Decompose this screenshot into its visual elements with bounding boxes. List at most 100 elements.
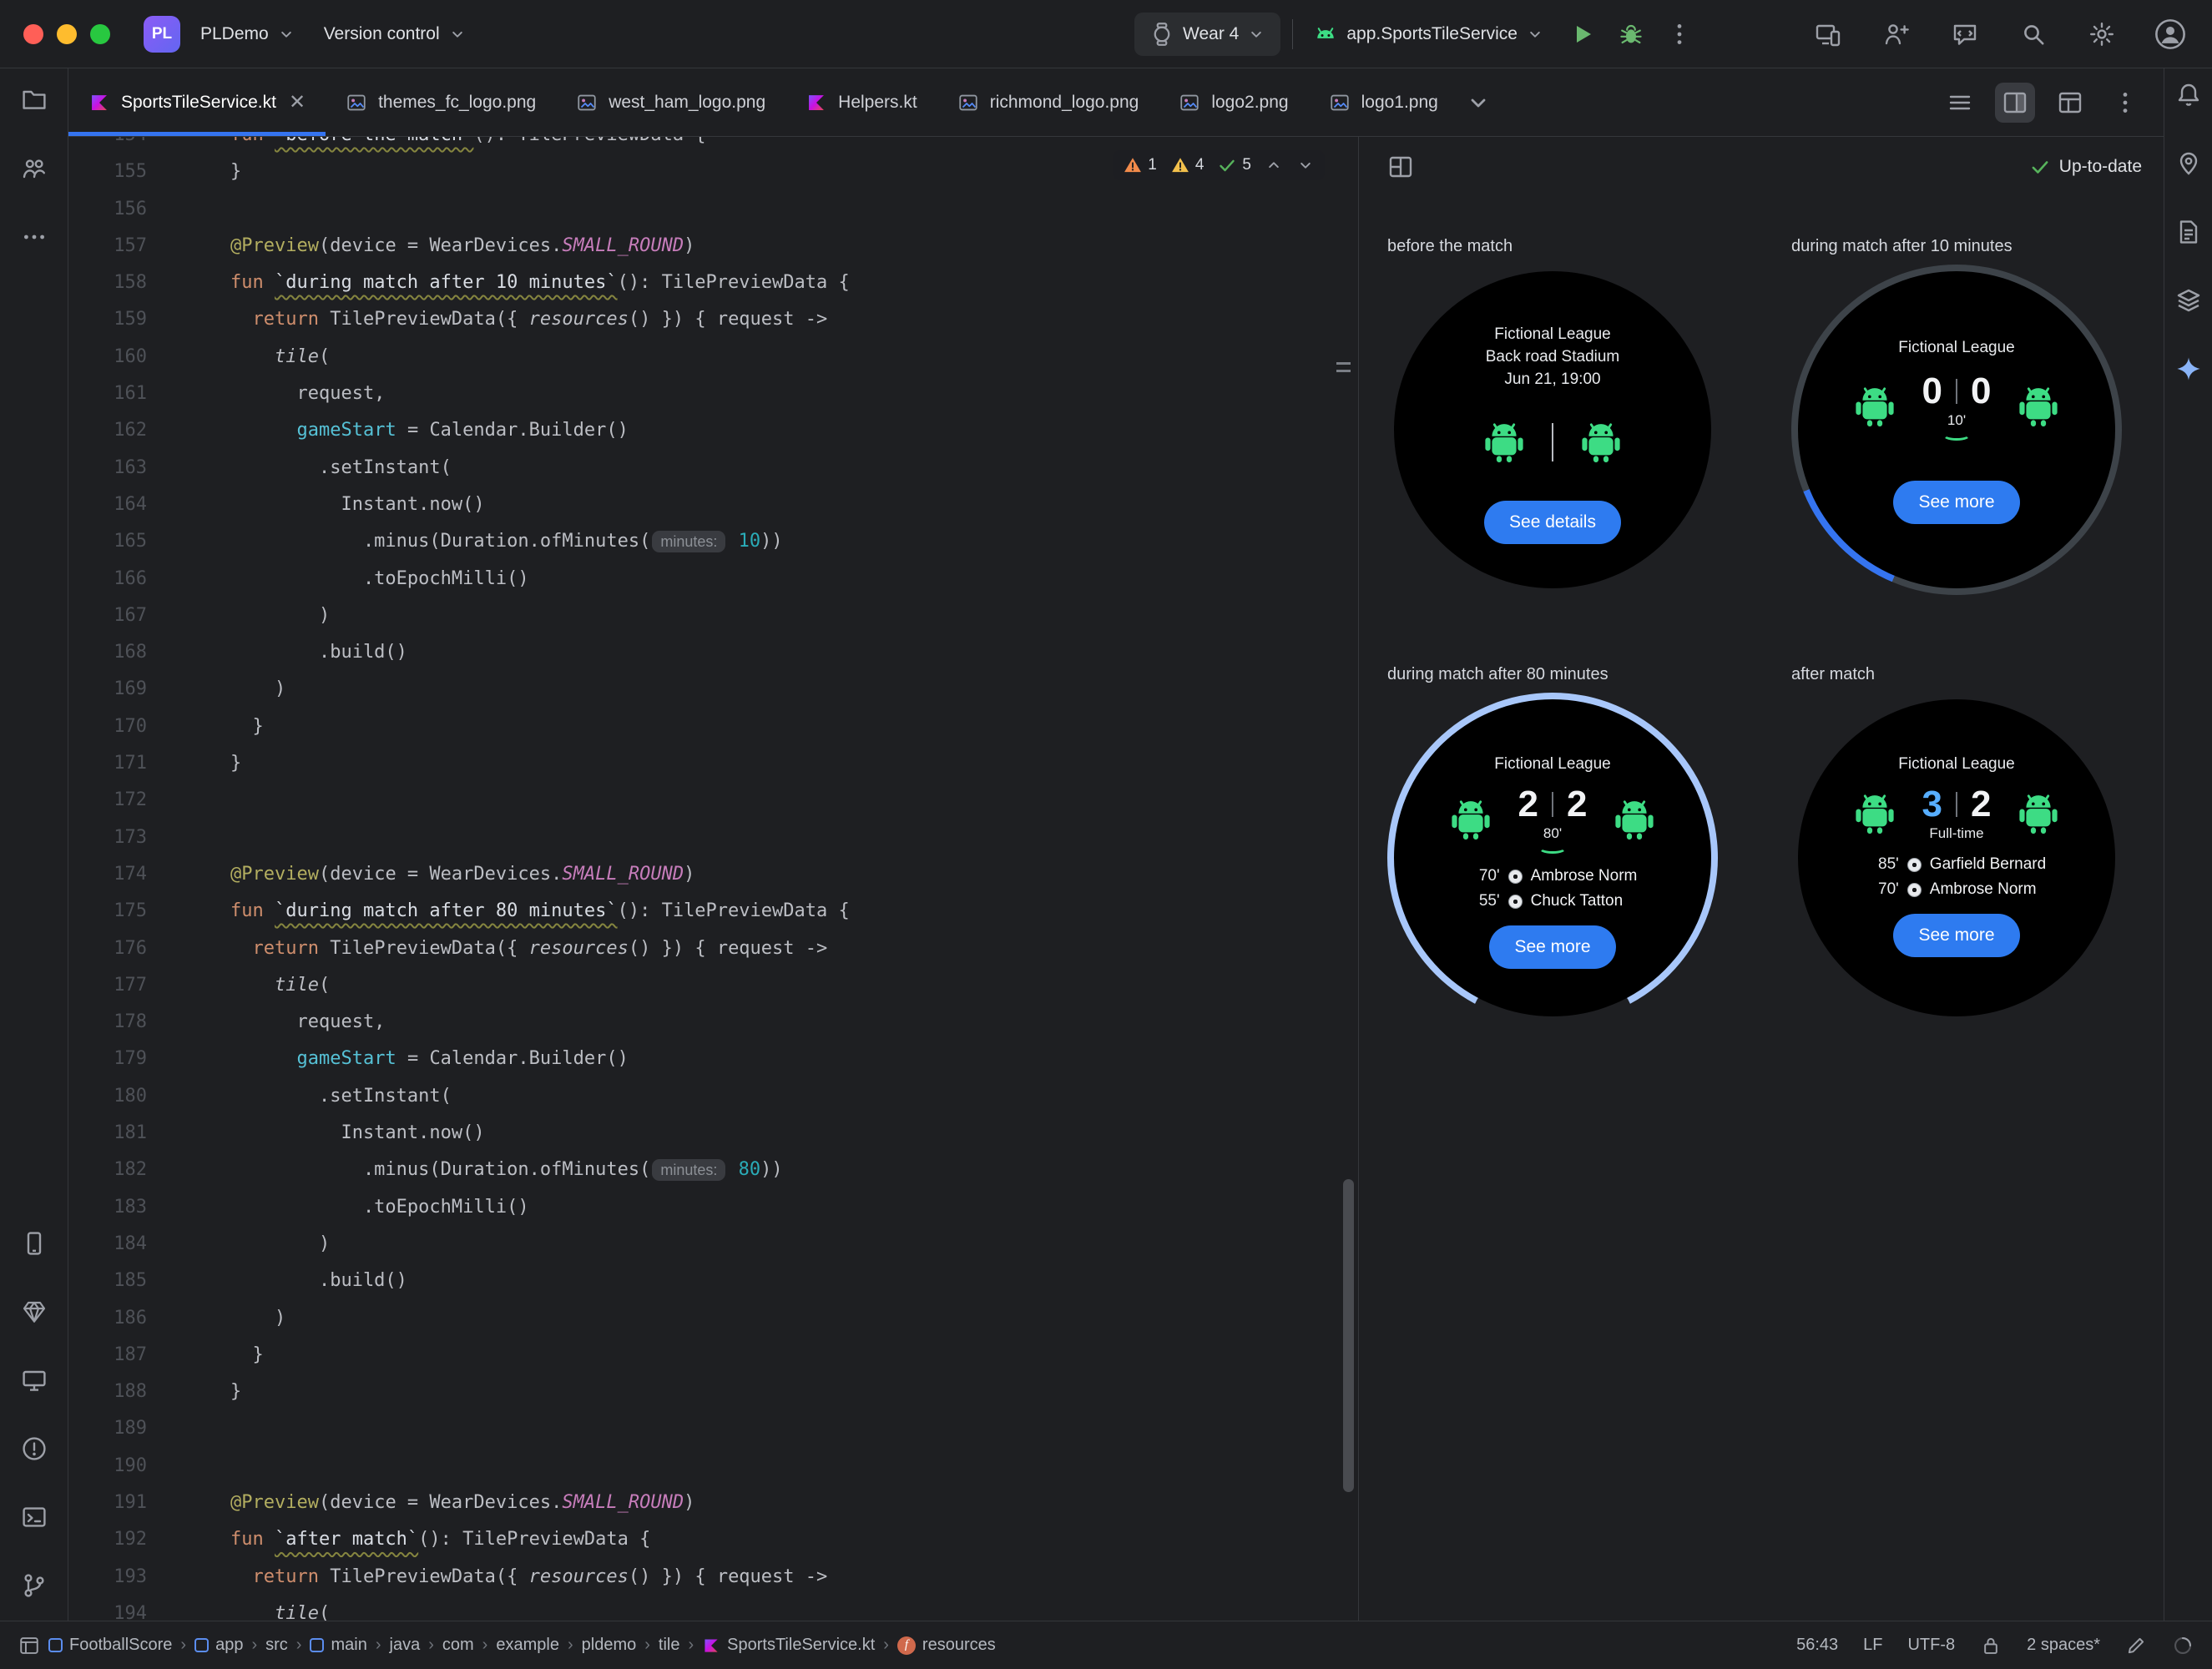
tile-button[interactable]: See more <box>1489 925 1616 970</box>
tab-overflow-button[interactable] <box>1458 83 1498 123</box>
editor-tab[interactable]: SportsTileService.kt✕ <box>68 68 326 136</box>
breadcrumb-item[interactable]: FootballScore <box>48 1636 172 1655</box>
tile-button[interactable]: See more <box>1893 481 2020 525</box>
chevron-down-icon <box>1465 89 1492 116</box>
app-insights-button[interactable] <box>2169 280 2209 320</box>
breadcrumb-item[interactable]: src <box>265 1636 288 1655</box>
minimize-window-button[interactable] <box>57 23 77 44</box>
breadcrumb-item[interactable]: java <box>390 1636 421 1655</box>
device-mirroring-button[interactable] <box>1810 16 1846 53</box>
indent-setting[interactable]: 2 spaces* <box>2027 1636 2100 1654</box>
build-variants-icon <box>21 1298 48 1325</box>
zoom-window-button[interactable] <box>90 23 110 44</box>
preview-layout-button[interactable] <box>1381 147 1421 187</box>
git-branch-button[interactable] <box>14 1566 54 1606</box>
project-logo: PL <box>144 15 180 53</box>
line-number: 177 <box>114 974 147 996</box>
project-folder-button[interactable] <box>14 80 54 120</box>
split-right-button[interactable] <box>1995 82 2035 123</box>
breadcrumb-item[interactable]: tile <box>659 1636 680 1655</box>
pencil-icon[interactable] <box>2125 1635 2147 1656</box>
breadcrumb-item[interactable]: com <box>442 1636 474 1655</box>
editor-tab[interactable]: logo1.png <box>1309 68 1458 136</box>
lock-icon[interactable] <box>1980 1635 2002 1656</box>
search-everywhere-button[interactable] <box>2015 16 2052 53</box>
tab-label: richmond_logo.png <box>989 92 1139 112</box>
code-line: @Preview(device = WearDevices.SMALL_ROUN… <box>230 1491 695 1513</box>
problems-button[interactable] <box>14 1429 54 1469</box>
device-explorer-button[interactable] <box>2169 144 2209 184</box>
breadcrumb-item[interactable]: example <box>496 1636 559 1655</box>
editor-tab[interactable]: themes_fc_logo.png <box>326 68 556 136</box>
problems-icon <box>21 1435 48 1462</box>
vcs-menu[interactable]: Version control <box>316 18 475 51</box>
divider <box>1292 18 1294 49</box>
code-editor[interactable]: 1541551561571581591601611621631641651661… <box>68 137 1358 1621</box>
away-score: 2 <box>1567 784 1588 824</box>
project-menu[interactable]: PLDemo <box>192 18 304 51</box>
image-file-icon <box>576 92 598 113</box>
mirror-device-icon <box>1815 21 1841 48</box>
line-separator[interactable]: LF <box>1863 1636 1883 1654</box>
close-window-button[interactable] <box>23 23 43 44</box>
logcat-button[interactable] <box>2169 212 2209 252</box>
line-number: 182 <box>114 1159 147 1181</box>
scorer-row: 85'Garfield Bernard <box>1867 855 2046 874</box>
running-devices-button[interactable] <box>14 1223 54 1263</box>
more-vertical-button[interactable] <box>2105 83 2145 123</box>
build-variants-button[interactable] <box>14 1292 54 1332</box>
list-button[interactable] <box>1940 83 1980 123</box>
background-tasks-icon[interactable] <box>2172 1635 2194 1656</box>
breadcrumb-item[interactable]: main <box>310 1636 367 1655</box>
editor-tab[interactable]: logo2.png <box>1159 68 1308 136</box>
add-account-button[interactable] <box>1878 16 1915 53</box>
user-avatar[interactable] <box>2152 16 2189 53</box>
avatar-icon <box>2154 18 2186 50</box>
tile-button[interactable]: See more <box>1893 914 2020 958</box>
layout-button[interactable] <box>2050 83 2090 123</box>
tile-button[interactable]: See details <box>1484 501 1621 544</box>
inspections-widget[interactable]: 1 4 5 <box>1113 150 1325 180</box>
file-encoding[interactable]: UTF-8 <box>1907 1636 1956 1654</box>
close-icon[interactable]: ✕ <box>288 90 306 113</box>
more-run-options-button[interactable] <box>1661 16 1698 53</box>
scrollbar[interactable] <box>1343 1179 1354 1492</box>
running-devices-icon <box>21 1230 48 1257</box>
settings-button[interactable] <box>2083 16 2120 53</box>
editor-tab[interactable]: richmond_logo.png <box>937 68 1159 136</box>
code-line: fun `before the match`(): TilePreviewDat… <box>230 137 1358 154</box>
editor-tab[interactable]: west_ham_logo.png <box>556 68 785 136</box>
notifications-button[interactable] <box>2169 75 2209 115</box>
tool-windows-icon[interactable] <box>18 1635 40 1656</box>
preview-status: Up-to-date <box>2029 156 2142 178</box>
more-horizontal-button[interactable] <box>14 217 54 257</box>
run-widget: Wear 4 app.SportsTileService <box>1134 12 1698 56</box>
previous-issue-button[interactable] <box>1265 156 1283 174</box>
editor-tab[interactable]: Helpers.kt <box>785 68 937 136</box>
gemini-button[interactable] <box>2169 349 2209 389</box>
statusbar-right: 56:43 LF UTF-8 2 spaces* <box>1796 1635 2194 1656</box>
code-line: Instant.now() <box>230 1122 485 1144</box>
device-explorer-icon <box>2175 150 2202 177</box>
pull-requests-button[interactable] <box>14 149 54 189</box>
terminal-button[interactable] <box>14 1497 54 1537</box>
next-issue-button[interactable] <box>1296 156 1315 174</box>
breadcrumb-item[interactable]: app <box>194 1636 243 1655</box>
cursor-position[interactable]: 56:43 <box>1796 1636 1839 1654</box>
debug-button[interactable] <box>1613 16 1649 53</box>
run-button[interactable] <box>1564 16 1601 53</box>
breadcrumb-item[interactable]: pldemo <box>582 1636 637 1655</box>
feedback-button[interactable] <box>1947 16 1983 53</box>
code-line: request, <box>230 1011 386 1033</box>
device-selector[interactable]: Wear 4 <box>1134 12 1281 56</box>
scorer-name: Garfield Bernard <box>1929 855 2047 874</box>
breadcrumb-item[interactable]: SportsTileService.kt <box>702 1636 875 1655</box>
run-configuration-selector[interactable]: app.SportsTileService <box>1305 15 1553 53</box>
device-manager-button[interactable] <box>14 1360 54 1400</box>
